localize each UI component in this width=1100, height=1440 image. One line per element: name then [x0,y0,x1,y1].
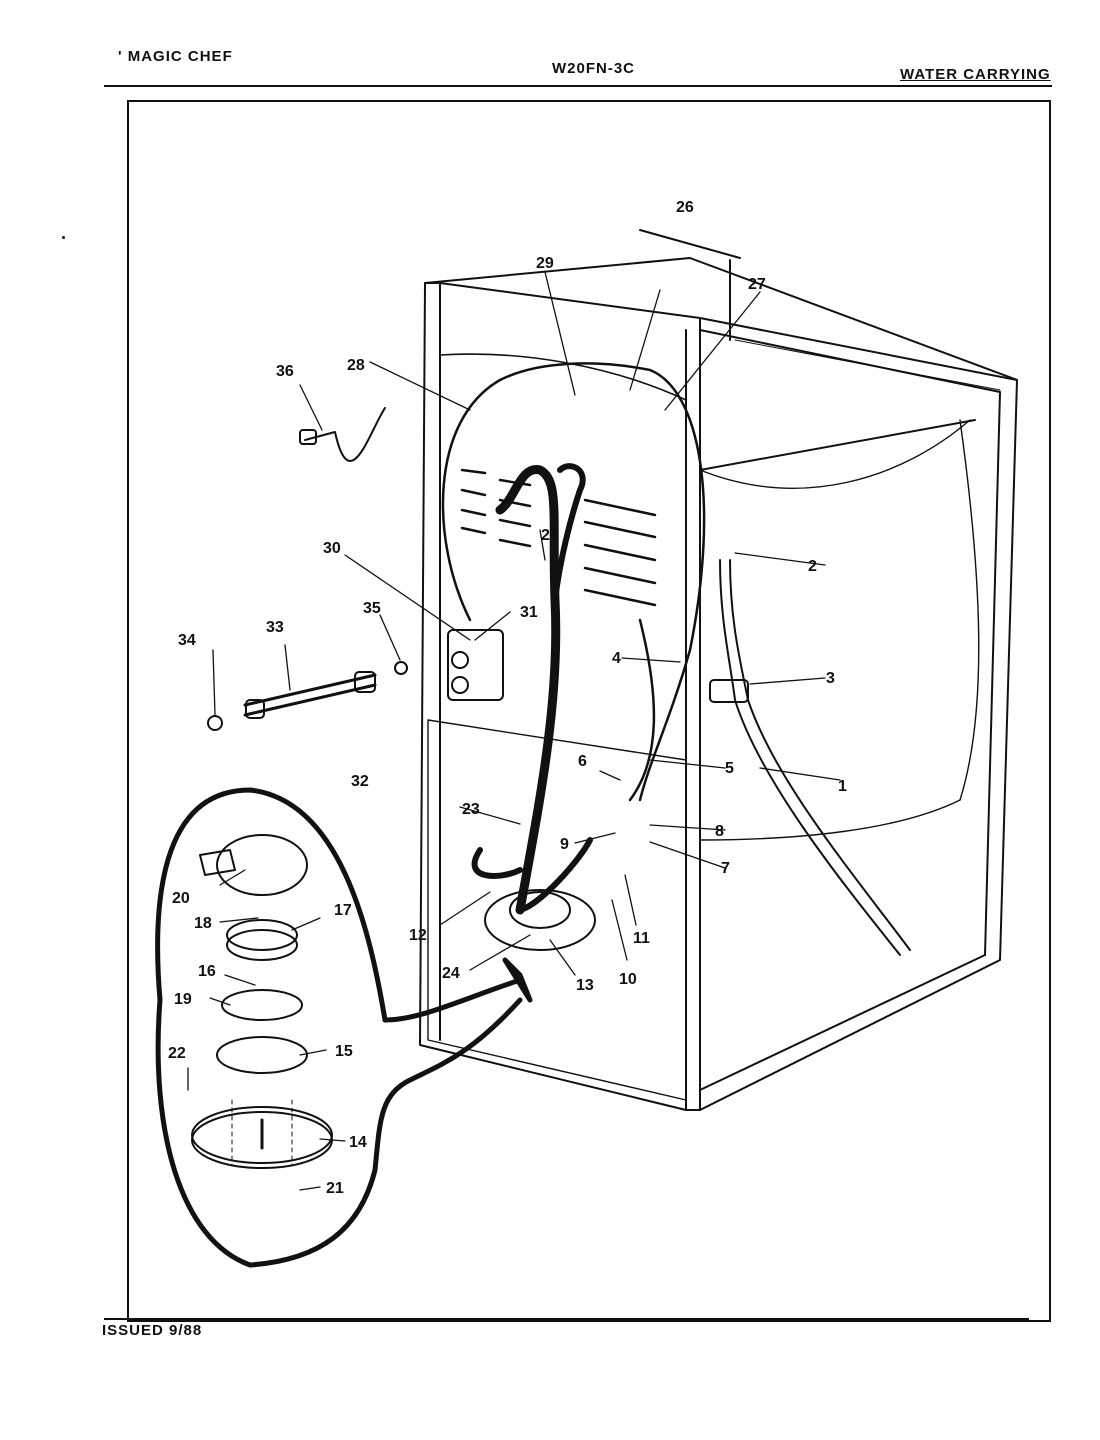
callout-1: 1 [838,778,847,795]
leader-lines [187,271,841,1191]
callout-11: 11 [633,930,650,947]
callout-24: 24 [442,965,460,982]
footer-rule [104,1318,1029,1320]
callout-16: 16 [198,963,216,980]
power-cord [299,407,386,462]
callout-17: 17 [334,902,352,919]
callout-33: 33 [266,619,284,636]
callout-15: 15 [335,1043,353,1060]
brand-header: ' MAGIC CHEF [118,48,233,65]
callout-4: 4 [612,650,621,667]
callout-28: 28 [347,357,365,374]
callout-36: 36 [276,363,294,380]
wire-harness [441,362,706,802]
callout-12: 12 [409,927,427,944]
section-title: WATER CARRYING [900,66,1051,83]
callout-20: 20 [172,890,190,907]
washer-cabinet [419,229,1018,1111]
callout-8: 8 [715,823,724,840]
callout-26: 26 [676,199,694,216]
callout-6: 6 [578,753,587,770]
callout-10: 10 [619,971,637,988]
exploded-pump-parts [191,834,333,1169]
callout-3: 3 [826,670,835,687]
callout-29: 29 [536,255,554,272]
header-rule [104,85,1052,87]
callout-32: 32 [351,773,369,790]
exploded-pump-outline [155,787,533,1268]
drain-hose [709,559,911,956]
issued-date: ISSUED 9/88 [102,1322,203,1339]
water-valve [447,629,504,701]
callout-23: 23 [462,801,480,818]
callout-2: 2 [808,558,817,575]
fill-hose [495,463,593,915]
callout-labels: 1 2 3 4 5 6 7 8 9 10 11 12 13 14 15 16 1… [168,199,847,1197]
callout-21: 21 [326,1180,344,1197]
diagram-frame [127,100,1051,1322]
callout-14: 14 [349,1134,367,1151]
callout-35: 35 [363,600,381,617]
callout-34: 34 [178,632,196,649]
callout-22: 22 [168,1045,186,1062]
callout-7: 7 [721,860,730,877]
callout-31: 31 [520,604,538,621]
callout-27: 27 [748,276,766,293]
pump-assembly [471,847,596,951]
inlet-hose [207,661,408,731]
callout-5: 5 [725,760,734,777]
callout-9: 9 [560,836,569,853]
stray-dot [62,236,65,239]
callout-19: 19 [174,991,192,1008]
callout-18: 18 [194,915,212,932]
model-number: W20FN-3C [552,60,636,77]
callout-25: 25 [541,527,559,544]
callout-13: 13 [576,977,594,994]
callout-30: 30 [323,540,341,557]
